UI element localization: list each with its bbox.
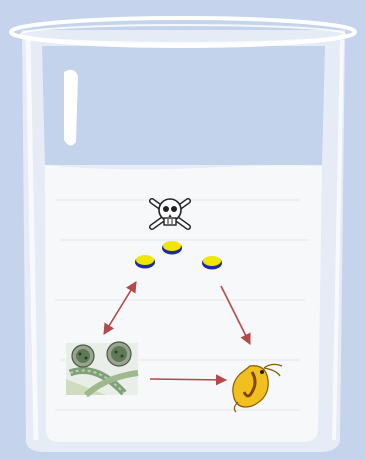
yellow-pill-icon [135,255,155,269]
glass-highlight [64,70,78,146]
green-algae-cells-icon [66,342,138,395]
yellow-pill-icon [202,256,222,270]
yellow-pill-icon [162,241,182,255]
beaker-air-space [42,46,325,165]
arrow-algae-zooplankton [150,379,226,380]
